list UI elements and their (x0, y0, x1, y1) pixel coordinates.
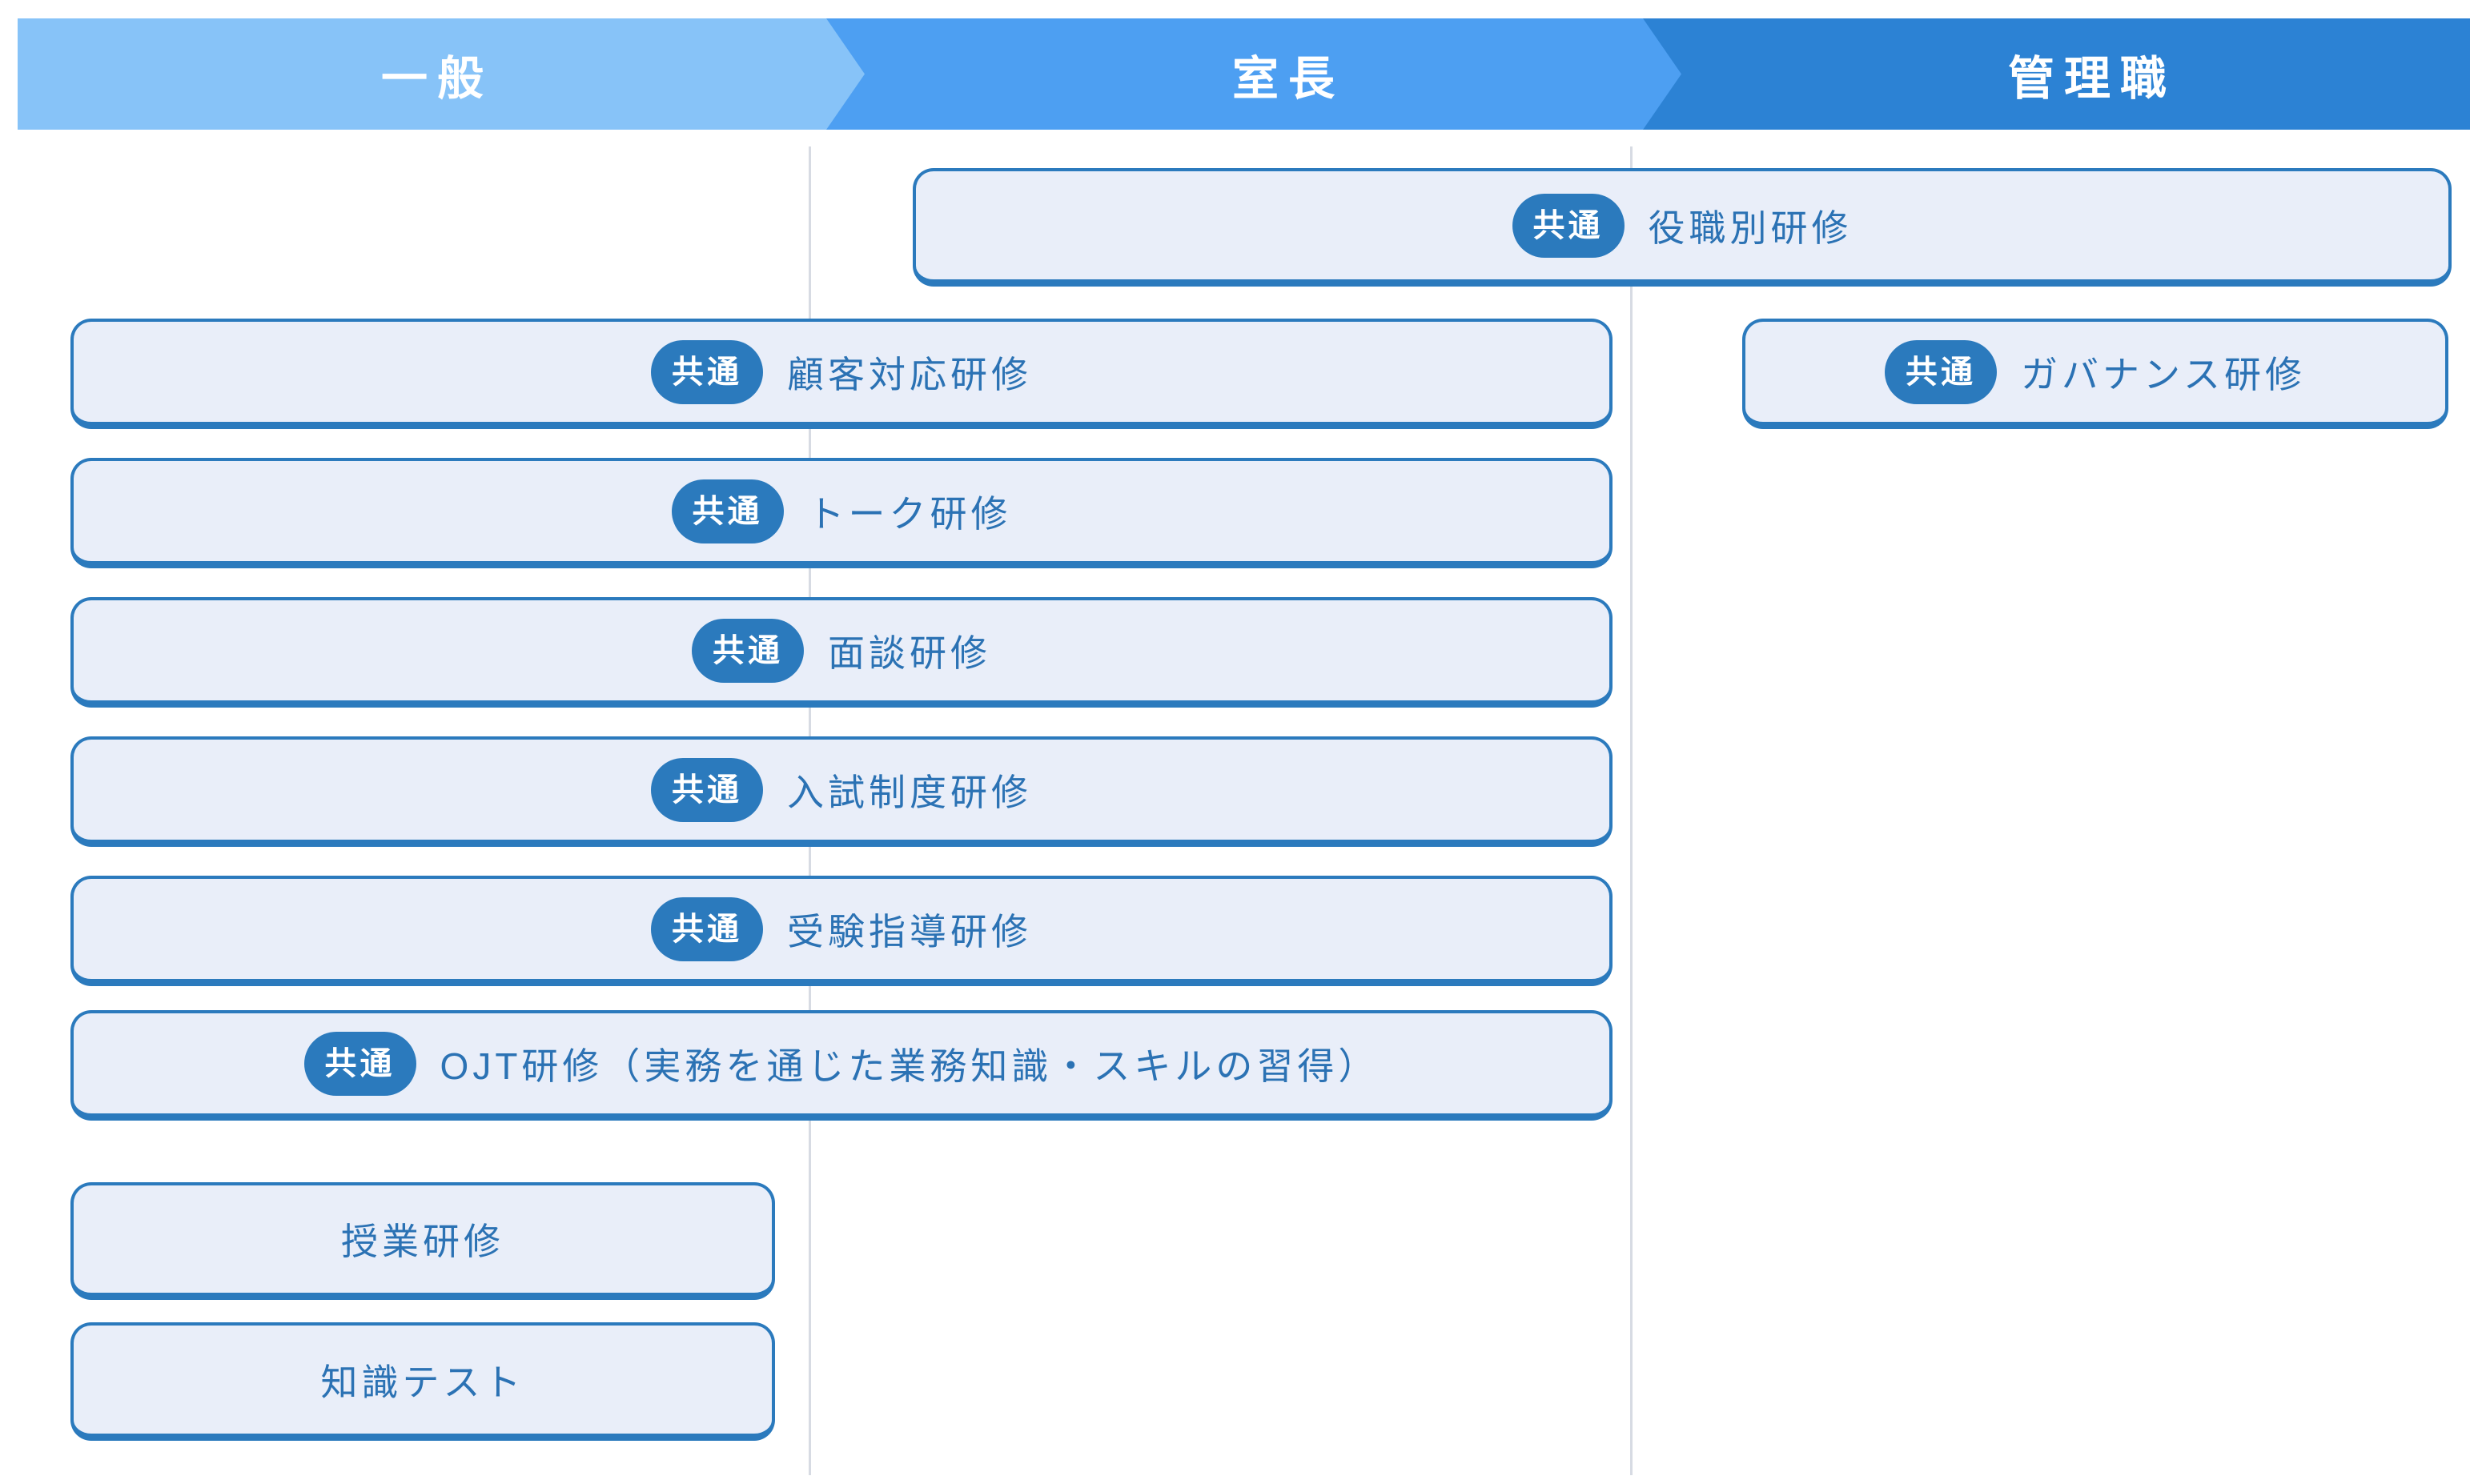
level-banner-label: 管理職 (2007, 52, 2176, 105)
common-badge: 共通 (651, 896, 763, 961)
training-box-knowledge-test: 知識テスト (70, 1322, 775, 1441)
training-box-customer-service: 共通 顧客対応研修 (70, 319, 1613, 429)
training-box-interview: 共通 面談研修 (70, 597, 1613, 708)
training-label: トーク研修 (807, 492, 1012, 535)
level-banner-manager: 管理職 (1643, 18, 2470, 130)
training-label: 役職別研修 (1648, 207, 1853, 249)
common-badge: 共通 (651, 339, 763, 404)
training-label: 入試制度研修 (787, 771, 1032, 813)
training-label: 授業研修 (341, 1221, 504, 1262)
training-label: 面談研修 (828, 632, 991, 674)
common-badge: 共通 (303, 1031, 416, 1096)
training-box-admission-system: 共通 入試制度研修 (70, 736, 1613, 847)
training-box-role-specific: 共通 役職別研修 (913, 168, 2452, 287)
training-label: 受験指導研修 (787, 910, 1032, 953)
training-box-talk: 共通 トーク研修 (70, 458, 1613, 568)
common-badge: 共通 (671, 479, 784, 543)
training-label: 顧客対応研修 (787, 353, 1032, 395)
training-box-exam-guidance: 共通 受験指導研修 (70, 876, 1613, 986)
training-box-lesson: 授業研修 (70, 1182, 775, 1300)
common-badge: 共通 (651, 757, 763, 822)
common-badge: 共通 (1884, 339, 1997, 404)
level-banner-label: 一般 (380, 52, 493, 105)
training-box-governance: 共通 ガバナンス研修 (1742, 319, 2448, 429)
level-banner-general: 一般 (18, 18, 895, 130)
column-divider-chief-manager (1630, 146, 1633, 1475)
training-label: 知識テスト (320, 1361, 525, 1403)
training-label: OJT研修（実務を通じた業務知識・スキルの習得） (440, 1045, 1380, 1087)
common-badge: 共通 (1512, 193, 1625, 258)
training-label: ガバナンス研修 (2020, 353, 2307, 395)
level-banner-label: 室長 (1231, 52, 1344, 105)
training-box-ojt: 共通 OJT研修（実務を通じた業務知識・スキルの習得） (70, 1010, 1613, 1121)
common-badge: 共通 (692, 618, 804, 683)
level-banner-chief: 室長 (826, 18, 1750, 130)
